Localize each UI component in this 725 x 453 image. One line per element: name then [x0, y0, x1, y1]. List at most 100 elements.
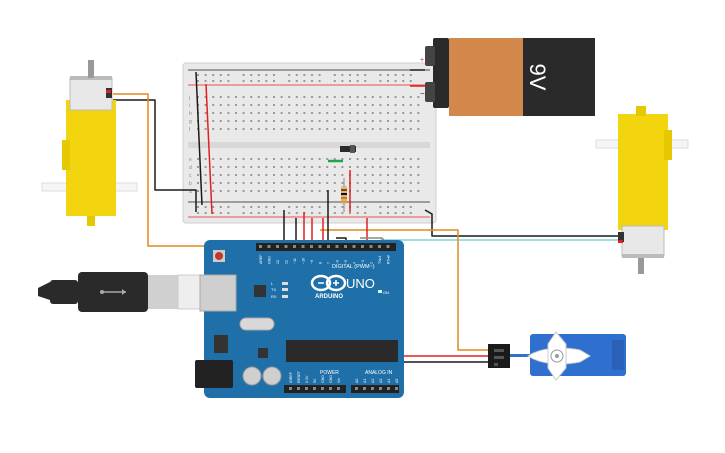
header-pin[interactable] — [329, 387, 332, 390]
row-letter-c: c — [189, 173, 192, 179]
rail-hole — [257, 74, 260, 76]
bb-hole — [303, 104, 306, 106]
bb-hole — [402, 182, 405, 184]
header-pin[interactable] — [352, 245, 356, 248]
bb-hole — [387, 166, 389, 168]
rail-hole — [394, 80, 397, 82]
bb-hole — [295, 182, 298, 184]
header-pin[interactable] — [361, 245, 364, 248]
bb-hole — [250, 174, 253, 176]
bb-hole — [250, 104, 253, 106]
bb-hole — [204, 104, 207, 106]
right-dc-motor[interactable] — [595, 106, 689, 274]
bb-hole — [250, 182, 253, 184]
bb-hole — [257, 128, 260, 130]
header-pin[interactable] — [293, 245, 296, 248]
header-pin[interactable] — [313, 387, 316, 390]
left-dc-motor[interactable] — [41, 60, 138, 226]
row-letter-b: b — [189, 181, 192, 187]
bb-hole — [235, 128, 237, 130]
bb-hole — [288, 112, 291, 114]
bb-hole — [242, 158, 245, 160]
bb-hole — [364, 120, 367, 122]
header-pin[interactable] — [276, 245, 279, 248]
bb-hole — [394, 104, 397, 106]
bb-hole — [356, 166, 359, 168]
breadboard[interactable]: j i h g f e d c b a — [182, 62, 437, 224]
rail-black-wire — [195, 71, 203, 206]
rail-hole — [212, 80, 215, 82]
bb-hole — [280, 182, 283, 184]
bb-hole — [212, 174, 215, 176]
header-pin[interactable] — [318, 245, 322, 248]
bb-hole — [212, 166, 215, 168]
bb-hole — [333, 112, 336, 114]
bb-hole — [204, 166, 207, 168]
bb-hole — [265, 104, 268, 106]
bb-hole — [295, 104, 298, 106]
rail-hole — [311, 212, 313, 214]
header-pin[interactable] — [259, 245, 262, 248]
bb-hole — [219, 158, 222, 160]
digital-pin-label: 7 — [327, 262, 331, 264]
rail-hole — [265, 206, 268, 208]
header-pin[interactable] — [327, 245, 330, 248]
resistor[interactable] — [341, 178, 347, 212]
bb-hole — [288, 158, 291, 160]
header-pin[interactable] — [344, 245, 347, 248]
bb-hole — [303, 190, 306, 192]
arduino-model: UNO — [346, 276, 375, 291]
bb-hole — [364, 104, 367, 106]
header-pin[interactable] — [355, 387, 358, 390]
micro-servo[interactable] — [488, 331, 626, 381]
bb-hole — [265, 182, 268, 184]
header-pin[interactable] — [369, 245, 373, 248]
bb-hole — [371, 182, 374, 184]
rail-hole — [341, 74, 344, 76]
bb-hole — [295, 190, 298, 192]
battery-9v[interactable]: 9V + − — [420, 38, 595, 116]
bb-hole — [387, 96, 389, 98]
header-pin[interactable] — [310, 245, 313, 248]
header-pin[interactable] — [378, 245, 381, 248]
header-pin[interactable] — [395, 387, 398, 390]
rail-hole — [409, 74, 412, 76]
bb-hole — [356, 174, 359, 176]
header-pin[interactable] — [363, 387, 366, 390]
bb-hole — [265, 112, 268, 114]
bb-hole — [326, 120, 329, 122]
header-pin[interactable] — [337, 387, 340, 390]
header-pin[interactable] — [305, 387, 308, 390]
bb-hole — [250, 158, 253, 160]
slide-switch[interactable] — [340, 145, 356, 153]
header-pin[interactable] — [289, 387, 292, 390]
bb-hole — [349, 158, 351, 160]
arduino-uno-board[interactable]: ARDUINO UNO ON TX RX L DIGITAL (PWM~) PO… — [195, 240, 404, 398]
rail-hole — [379, 80, 382, 82]
bb-hole — [280, 166, 283, 168]
analog-pin-label: A0 — [355, 379, 359, 383]
bb-hole — [227, 128, 230, 130]
bb-hole — [402, 112, 405, 114]
header-pin[interactable] — [301, 245, 305, 248]
rail-hole — [204, 80, 207, 82]
bb-hole — [318, 96, 321, 98]
bb-hole — [341, 104, 344, 106]
header-pin[interactable] — [297, 387, 300, 390]
header-pin[interactable] — [371, 387, 374, 390]
header-pin[interactable] — [284, 245, 288, 248]
header-pin[interactable] — [335, 245, 339, 248]
bb-hole — [394, 182, 397, 184]
header-pin[interactable] — [387, 387, 390, 390]
bb-hole — [394, 96, 397, 98]
bb-hole — [371, 96, 374, 98]
bb-hole — [265, 128, 268, 130]
header-pin[interactable] — [386, 245, 390, 248]
bb-hole — [364, 166, 367, 168]
header-pin[interactable] — [321, 387, 324, 390]
header-pin[interactable] — [267, 245, 271, 248]
bb-hole — [341, 174, 344, 176]
bb-hole — [333, 128, 336, 130]
header-pin[interactable] — [379, 387, 382, 390]
